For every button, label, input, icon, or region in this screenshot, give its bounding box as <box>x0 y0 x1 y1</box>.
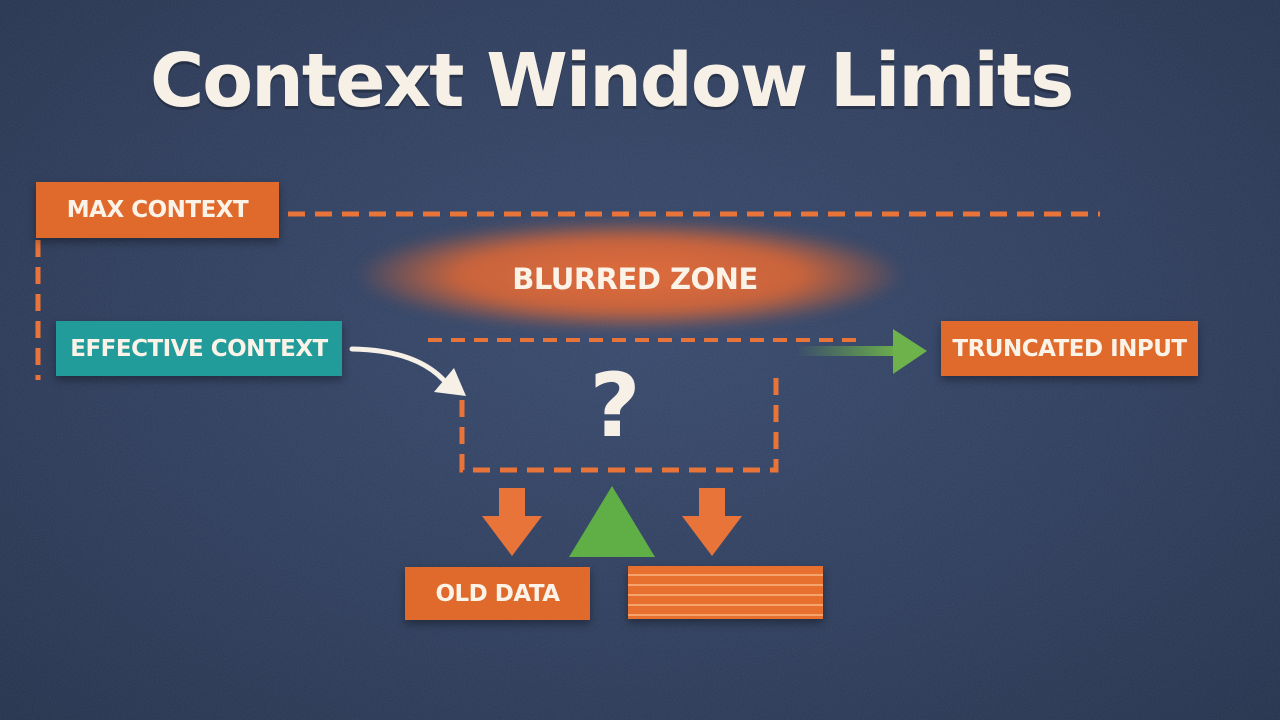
up-triangle-icon <box>569 486 655 557</box>
curved-arrow-head <box>434 368 466 396</box>
blurred-zone-cloud <box>360 220 900 330</box>
down-arrow-icon <box>682 488 742 556</box>
right-arrow-shaft <box>796 346 900 356</box>
down-arrow-icon <box>482 488 542 556</box>
page-title: Context Window Limits <box>150 38 1074 124</box>
old-data-label: OLD DATA <box>405 567 590 620</box>
max-context-label: MAX CONTEXT <box>36 182 279 238</box>
effective-context-label: EFFECTIVE CONTEXT <box>56 321 342 376</box>
striped-data-block <box>628 566 823 619</box>
right-arrow-icon <box>893 329 927 374</box>
blurred-zone-label: BLURRED ZONE <box>512 262 758 296</box>
truncated-input-label: TRUNCATED INPUT <box>941 321 1198 376</box>
curved-arrow-icon <box>349 346 451 388</box>
question-box-dashed <box>459 370 779 473</box>
question-mark: ? <box>589 353 641 457</box>
